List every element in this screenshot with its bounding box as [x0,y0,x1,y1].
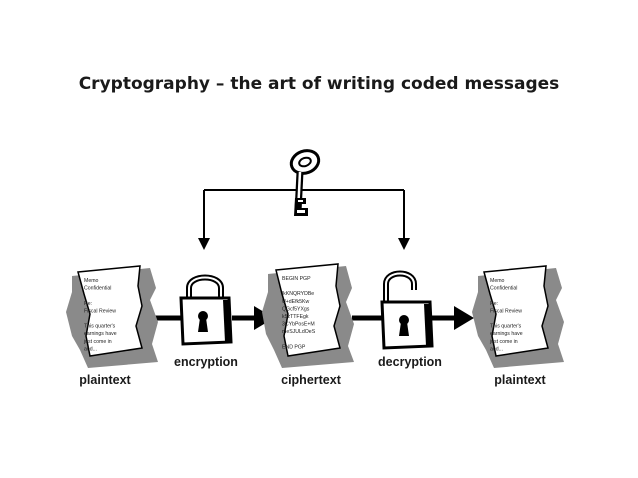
document-text-line: U+dEfk5Kw [282,299,310,305]
document-text-line: Re: [84,301,92,307]
encryption-label: encryption [174,355,238,369]
diagram-title: Cryptography – the art of writing coded … [78,74,560,94]
document-text-line: Fiscal Review [84,308,116,314]
padlock-closed-icon [179,274,233,346]
document-text-line: QGcf5YXgs [282,306,310,312]
padlock-open-icon [380,270,434,350]
ciphertext-label: ciphertext [281,373,342,387]
arrow-down-to-encryption [198,238,210,250]
document-text-line: Confidential [84,286,111,292]
document-text-line: lkKNQRYDBe [282,291,314,297]
document-text-line: meSJULdOeS [282,329,316,335]
document-text-line: 3CYbPosE+M [282,322,315,328]
document-text-line: Fiscal Review [490,308,522,314]
decryption-label: decryption [378,355,442,369]
document-text-line: END PGP [282,344,306,350]
document-text-line: Confidential [490,286,517,292]
key-icon [289,149,321,216]
plaintext-label-right: plaintext [494,373,546,387]
document-text-line: This quarter's [84,324,116,330]
document-text-line: earnings have [490,331,523,337]
plaintext-label-left: plaintext [79,373,131,387]
document-text-line: and... [490,346,503,352]
document-text-line: Memo [490,278,505,284]
key-distribution-lines [198,189,410,250]
arrow-down-to-decryption [398,238,410,250]
document-text-line: and... [84,346,97,352]
document-text-line: k5zTTFEgk [282,314,309,320]
document-text-line: BEGIN PGP [282,276,311,282]
document-text-line: just come in [83,339,112,345]
document-text-line: Memo [84,278,99,284]
document-text-line: earnings have [84,331,117,337]
document-text-line: Re: [490,301,498,307]
document-text-line: just come in [489,339,518,345]
document-text-line: This quarter's [490,324,522,330]
